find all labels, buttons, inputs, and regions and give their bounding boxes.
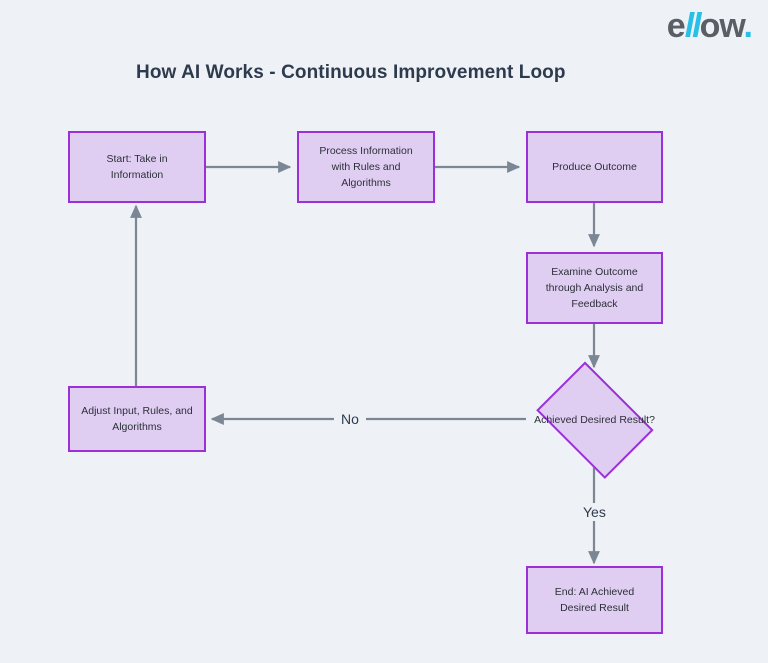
node-decision-line1: Achieved: [534, 413, 578, 426]
node-produce-outcome[interactable]: Produce Outcome: [526, 131, 663, 203]
node-examine-outcome[interactable]: Examine Outcome through Analysis and Fee…: [526, 252, 663, 324]
logo-part-dot: .: [743, 7, 754, 45]
edge-label-yes: Yes: [576, 503, 613, 521]
node-examine-line2: through Analysis and: [545, 282, 644, 294]
node-process-line1: Process Information: [319, 145, 413, 157]
edge-label-no: No: [334, 410, 366, 428]
node-examine-line1: Examine Outcome: [551, 266, 638, 278]
node-end-line2: Desired Result: [560, 602, 629, 614]
logo-part-ow: ow: [699, 7, 745, 45]
node-decision-achieved-desired-result[interactable]: Achieved Desired Result?: [526, 361, 663, 478]
node-end-line1: End: AI Achieved: [554, 586, 635, 598]
node-examine-line3: Feedback: [571, 298, 618, 310]
node-process-line3: Algorithms: [341, 177, 391, 189]
logo-part-e: e: [666, 7, 686, 45]
node-adjust-input[interactable]: Adjust Input, Rules, and Algorithms: [68, 386, 206, 452]
node-start[interactable]: Start: Take in Information: [68, 131, 206, 203]
logo-part-ll: ll: [684, 7, 702, 45]
node-adjust-line1: Adjust Input, Rules, and: [81, 405, 193, 417]
node-decision-line3: Result?: [619, 413, 655, 426]
node-process-information[interactable]: Process Information with Rules and Algor…: [297, 131, 435, 203]
ellow-logo: ellow.: [666, 7, 754, 45]
node-start-line1: Start: Take in: [106, 153, 168, 165]
node-adjust-line2: Algorithms: [112, 421, 162, 433]
node-decision-label: Achieved Desired Result?: [534, 412, 655, 428]
node-decision-line2: Desired: [580, 413, 617, 426]
page-title: How AI Works - Continuous Improvement Lo…: [136, 62, 566, 83]
node-start-line2: Information: [110, 169, 164, 181]
node-end-ai-achieved[interactable]: End: AI Achieved Desired Result: [526, 566, 663, 634]
node-produce-line1: Produce Outcome: [552, 161, 637, 173]
node-process-line2: with Rules and: [331, 161, 401, 173]
